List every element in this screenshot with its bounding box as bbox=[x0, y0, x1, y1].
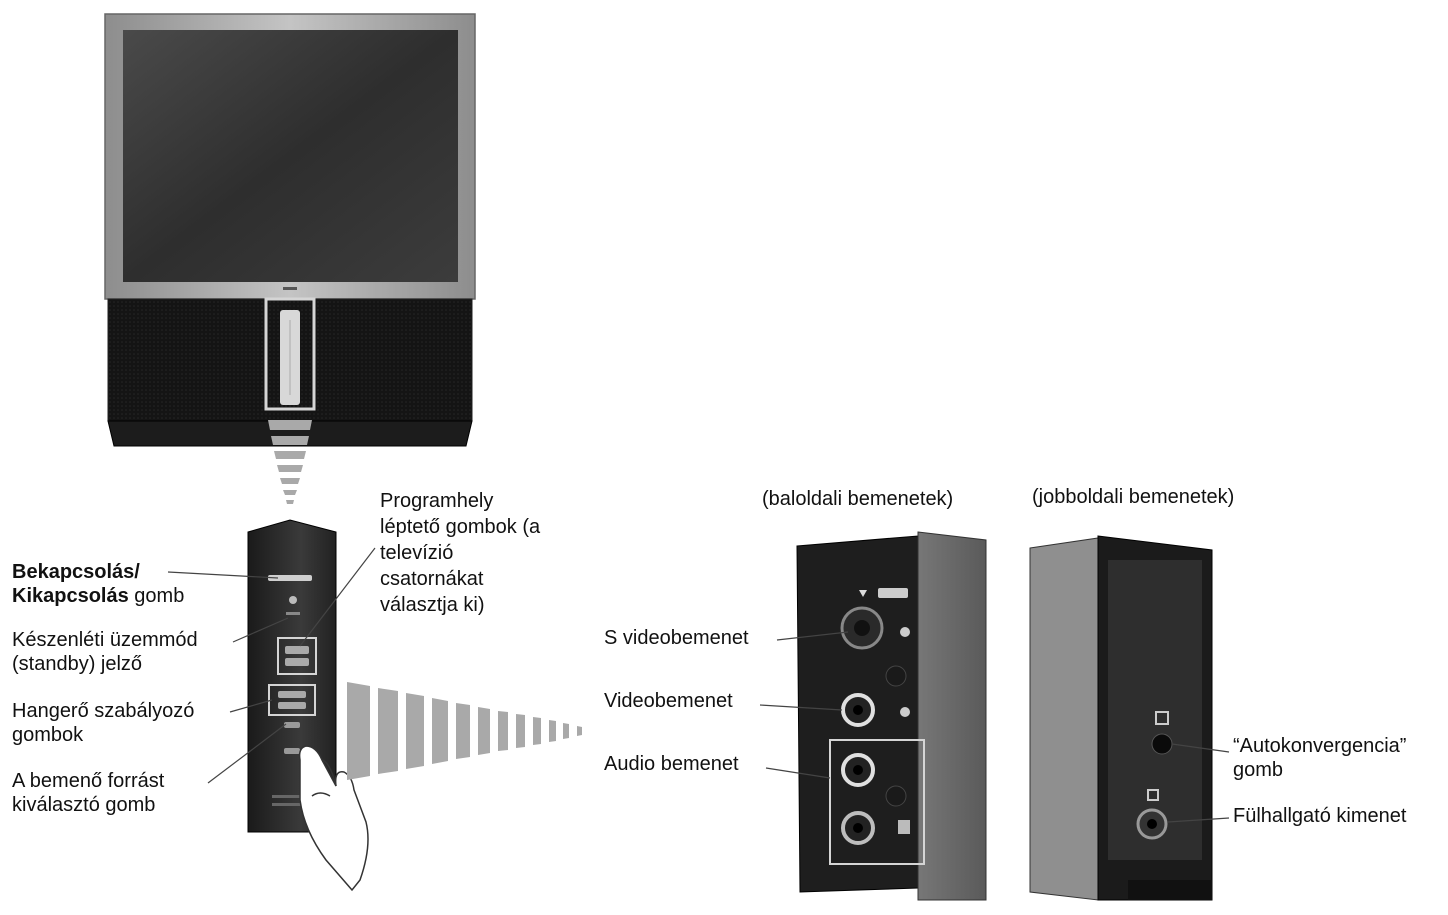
audio-input-label: Audio bemenet bbox=[604, 753, 739, 775]
right-inputs-caption: (jobboldali bemenetek) bbox=[1032, 486, 1235, 508]
tv-base bbox=[107, 420, 473, 447]
tv-control-panel-frame bbox=[264, 297, 316, 411]
autoconvergence-label-line-2: gomb bbox=[1233, 759, 1284, 781]
left-input-panel bbox=[796, 531, 987, 901]
left-inputs-caption: (baloldali bemenetek) bbox=[762, 488, 954, 510]
standby-label-line-1: Készenléti üzemmód bbox=[12, 629, 198, 651]
power-label-bold-1: Bekapcsolás/ bbox=[12, 561, 140, 583]
volume-buttons-label: Hangerő szabályozó gombok bbox=[12, 699, 194, 747]
program-label-line-4: csatornákat bbox=[380, 568, 484, 590]
power-button-label: Bekapcsolás/ Kikapcsolás gomb bbox=[12, 560, 184, 608]
program-buttons-label: Programhely léptető gombok (a televízió … bbox=[380, 488, 540, 618]
source-button-label: A bemenő forrást kiválasztó gomb bbox=[12, 769, 164, 817]
program-label-line-5: választja ki) bbox=[380, 594, 485, 616]
power-switch bbox=[268, 575, 312, 581]
standby-led bbox=[289, 596, 297, 604]
right-input-panel bbox=[1029, 535, 1213, 901]
program-label-line-2: léptető gombok (a bbox=[380, 516, 541, 538]
standby-indicator-label: Készenléti üzemmód (standby) jelző bbox=[12, 628, 198, 676]
program-label-line-3: televízió bbox=[380, 542, 454, 564]
hand-illustration bbox=[298, 745, 369, 892]
source-button bbox=[284, 748, 300, 754]
video-input-label: Videobemenet bbox=[604, 690, 733, 712]
source-label-line-1: A bemenő forrást bbox=[12, 770, 165, 792]
power-label-bold-2: Kikapcsolás bbox=[12, 585, 129, 607]
tv-set bbox=[104, 13, 476, 447]
tv-screen bbox=[123, 30, 458, 282]
autoconvergence-label: “Autokonvergencia” gomb bbox=[1233, 734, 1406, 782]
audio-input-frame bbox=[829, 739, 925, 865]
volume-buttons-frame bbox=[268, 684, 316, 716]
headphone-output-label: Fülhallgató kimenet bbox=[1233, 805, 1407, 827]
program-buttons-frame bbox=[277, 637, 317, 675]
autoconvergence-button bbox=[1151, 733, 1173, 755]
program-label-line-1: Programhely bbox=[380, 490, 494, 512]
s-video-input-label: S videobemenet bbox=[604, 627, 749, 649]
volume-label-line-1: Hangerő szabályozó bbox=[12, 700, 195, 722]
source-label-line-2: kiválasztó gomb bbox=[12, 794, 156, 816]
volume-label-line-2: gombok bbox=[12, 724, 84, 746]
power-label-rest: gomb bbox=[128, 585, 185, 607]
autoconvergence-label-line-1: “Autokonvergencia” bbox=[1233, 735, 1407, 757]
zoom-wedge-right bbox=[347, 682, 582, 780]
standby-label-line-2: (standby) jelző bbox=[12, 653, 143, 675]
leader-lines bbox=[167, 547, 1230, 823]
zoom-wedge-down bbox=[268, 420, 312, 504]
